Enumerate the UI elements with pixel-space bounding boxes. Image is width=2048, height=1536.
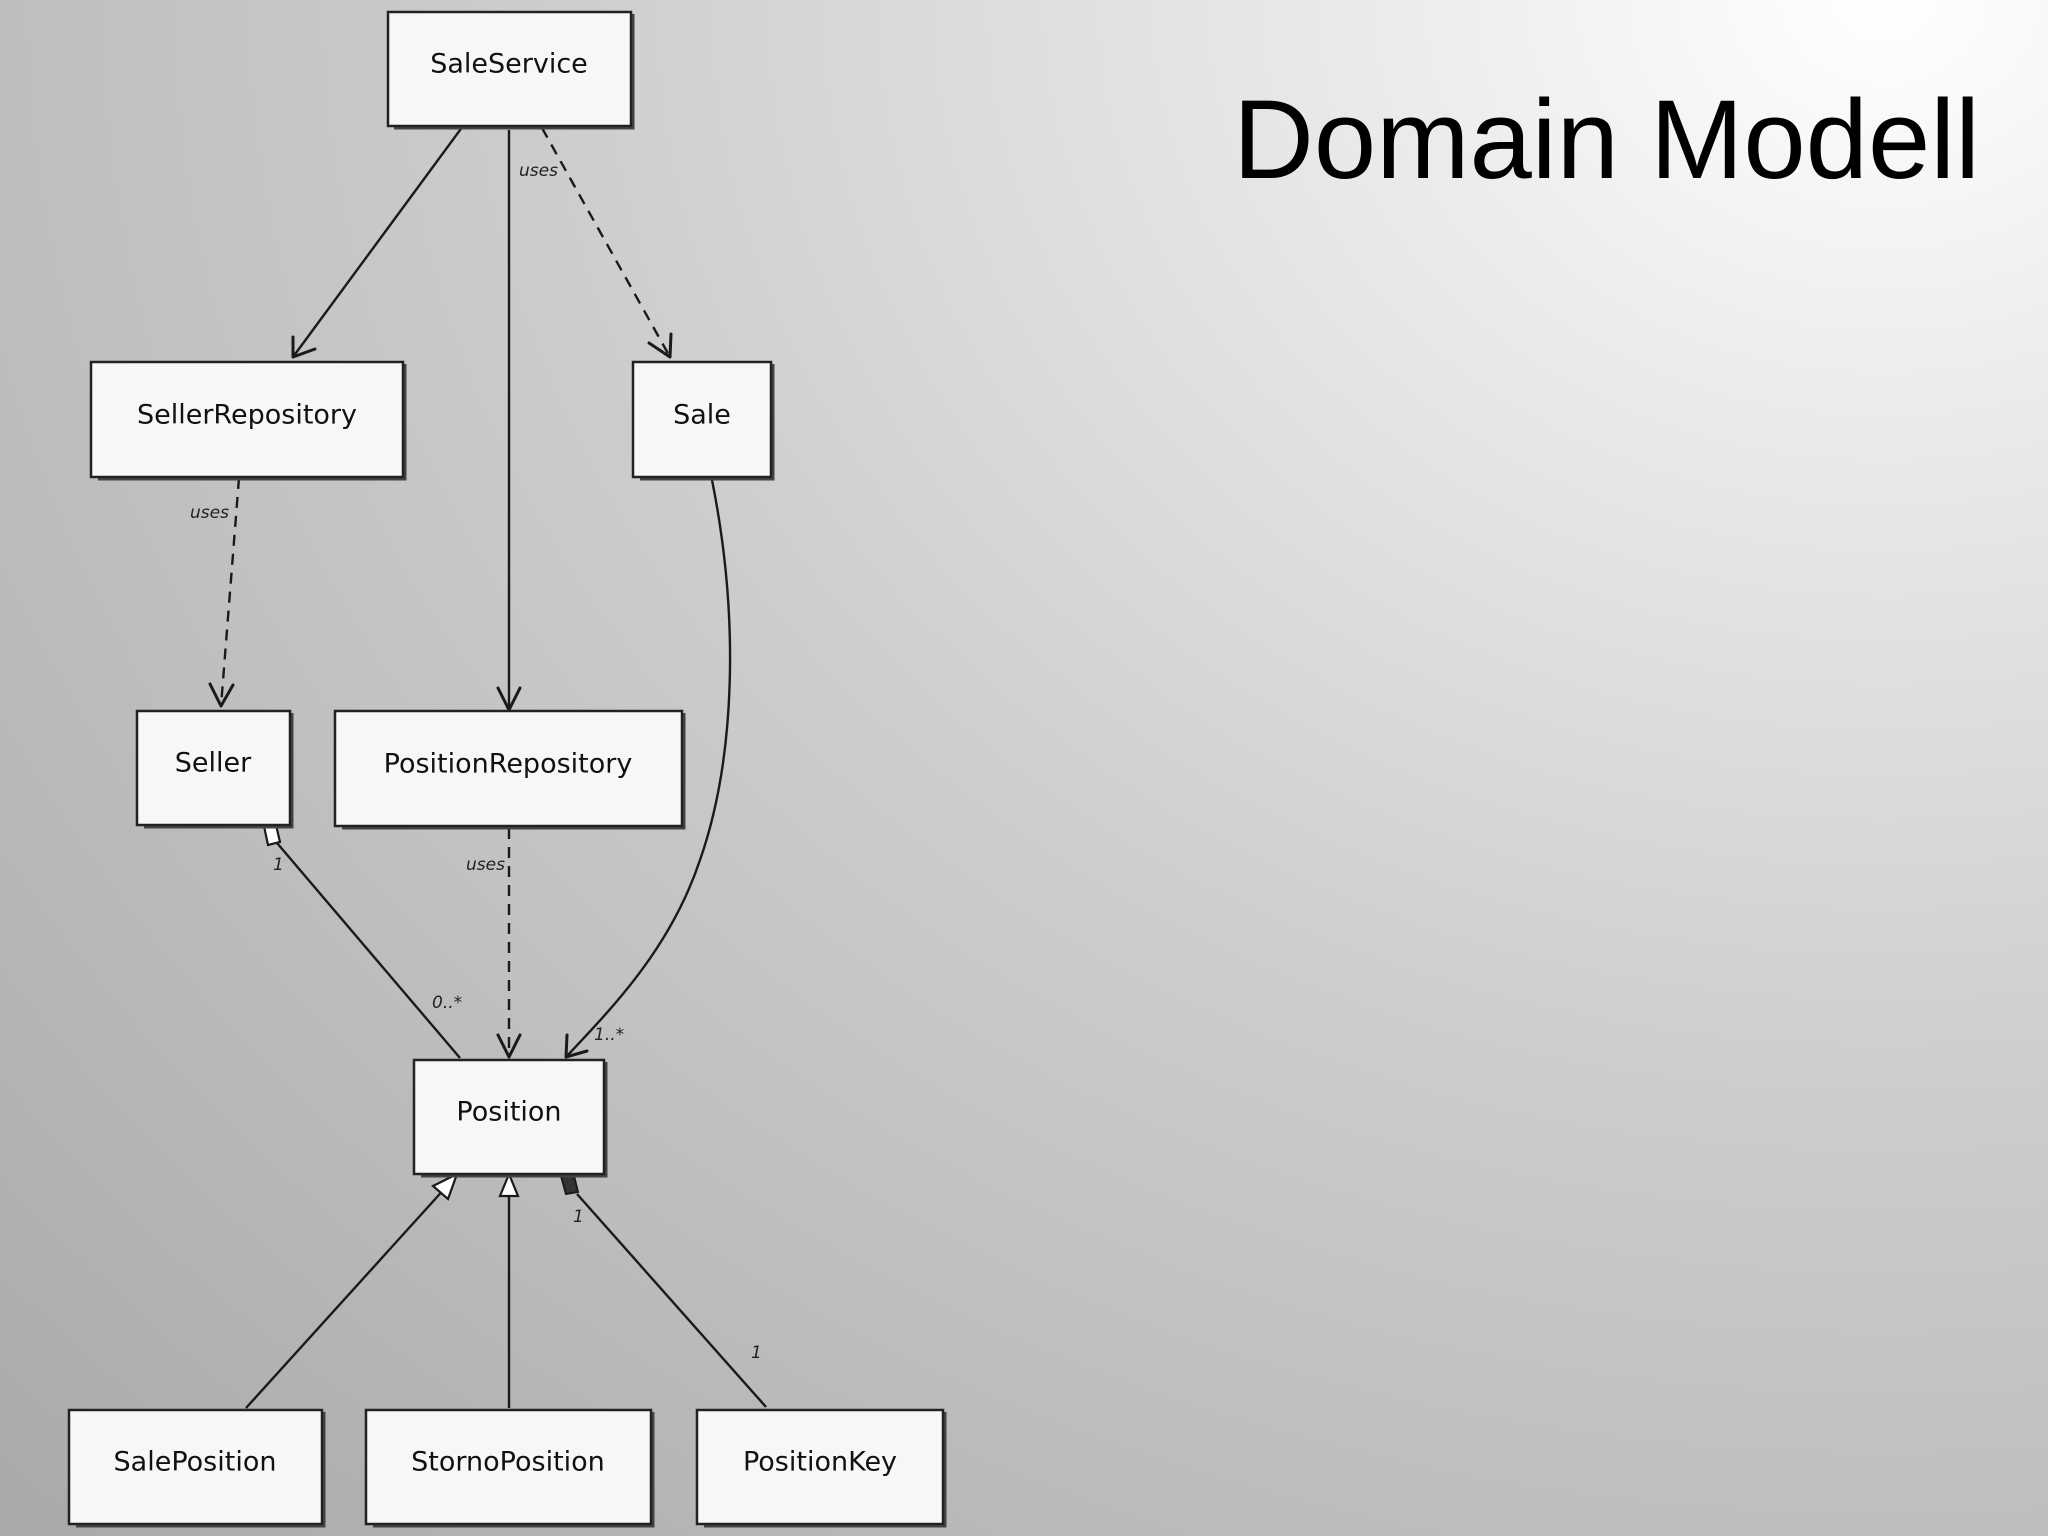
- edge-seller-position: [262, 823, 461, 1059]
- slide-title: Domain Modell: [1233, 77, 1980, 202]
- edge-sale-position: [564, 479, 732, 1059]
- edge-saleservice-sale: [540, 127, 673, 359]
- multiplicity-label: 1: [751, 1343, 762, 1363]
- class-name: PositionRepository: [384, 749, 633, 780]
- edge-sellerrepository-seller: [208, 477, 241, 708]
- class-box-sellerrepository: SellerRepository: [89, 360, 407, 481]
- class-name: SellerRepository: [137, 400, 357, 431]
- uses-label: uses: [190, 503, 229, 523]
- edge-stornoposition-position: [498, 1171, 520, 1408]
- class-name: SaleService: [430, 49, 588, 80]
- uses-label: uses: [519, 161, 558, 181]
- multiplicity-label: 1..*: [594, 1025, 624, 1045]
- class-name: Sale: [673, 400, 731, 431]
- uses-label: uses: [466, 855, 505, 875]
- class-name: PositionKey: [743, 1447, 897, 1478]
- edge-positionrepository-position: [496, 828, 522, 1059]
- composition-diamond: [559, 1175, 580, 1196]
- class-box-sale: Sale: [631, 360, 775, 481]
- multiplicity-label: 1: [273, 855, 284, 875]
- class-box-seller: Seller: [135, 709, 294, 829]
- generalization-triangle: [498, 1171, 520, 1198]
- edge-position-positionkey: [559, 1175, 767, 1408]
- class-name: StornoPosition: [411, 1447, 605, 1478]
- class-box-positionrepository: PositionRepository: [333, 709, 686, 830]
- class-box-positionkey: PositionKey: [695, 1408, 947, 1528]
- class-box-saleposition: SalePosition: [67, 1408, 326, 1528]
- multiplicity-label: 1: [573, 1207, 584, 1227]
- class-box-stornoposition: StornoPosition: [364, 1408, 655, 1528]
- class-name: Seller: [175, 748, 252, 779]
- edge-saleposition-position: [245, 1171, 459, 1409]
- edge-saleservice-sellerrepository: [291, 125, 464, 359]
- class-name: Position: [456, 1097, 561, 1128]
- class-box-position: Position: [412, 1058, 608, 1178]
- generalization-triangle: [431, 1171, 459, 1201]
- class-name: SalePosition: [114, 1447, 277, 1478]
- multiplicity-label: 0..*: [432, 993, 462, 1013]
- class-box-saleservice: SaleService: [386, 10, 635, 130]
- edge-saleservice-positionrepository: [496, 130, 522, 712]
